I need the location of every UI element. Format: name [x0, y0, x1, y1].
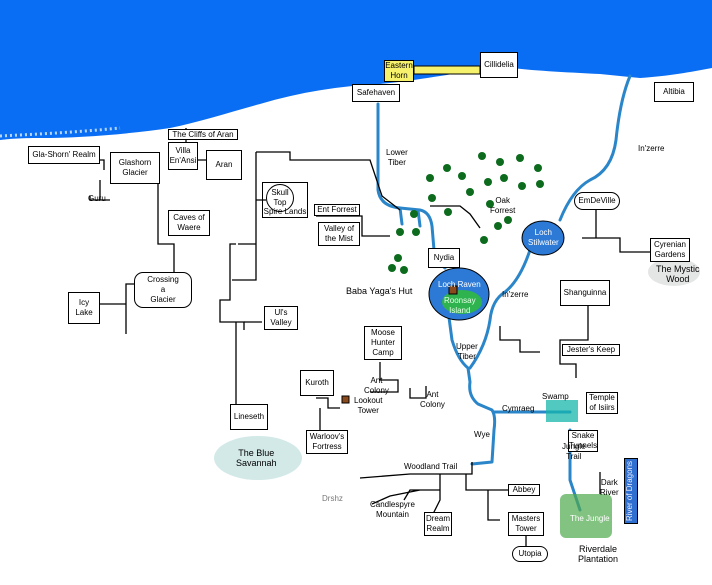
in-zerre-river-south — [468, 248, 532, 370]
road-in-zerre-keep — [499, 326, 540, 353]
valley-of-mist-box[interactable]: Valley of the Mist — [318, 222, 360, 246]
the-blue-savannah-label: The Blue Savannah — [236, 448, 277, 468]
gla-shorn-realm-box[interactable]: Gla-Shorn' Realm — [28, 146, 100, 164]
swamp-area — [546, 400, 578, 422]
upper-tiber-river — [446, 308, 497, 466]
road-kuroth — [316, 397, 340, 430]
ant-colony-label-2: Ant Colony — [420, 390, 445, 409]
swamp-label: Swamp — [542, 392, 569, 401]
lookout-tower-label: Lookout Tower — [354, 396, 383, 415]
road-oak-east — [430, 205, 481, 229]
road-ent-forrest — [316, 215, 390, 237]
roads — [80, 69, 650, 546]
baba-yagas-hut-label: Baba Yaga's Hut — [346, 286, 413, 296]
blue-savannah-patch — [214, 436, 302, 480]
woodland-trail-label: Woodland Trail — [404, 462, 458, 471]
utopia-box[interactable]: Utopia — [512, 546, 548, 562]
altibia-box[interactable]: Altibia — [654, 82, 694, 102]
lower-tiber-label: Lower Tiber — [386, 148, 408, 167]
glashorn-glacier-box[interactable]: Glashorn Glacier — [110, 152, 160, 184]
in-zerre-river-north — [558, 74, 632, 222]
crossing-glacier-box[interactable]: Crossing a Glacier — [134, 272, 192, 308]
the-mystic-wood-label: The Mystic Wood — [656, 264, 700, 284]
guru-label: Guru — [88, 194, 106, 203]
aran-box[interactable]: Aran — [206, 150, 242, 180]
nydia-box[interactable]: Nydia — [428, 248, 460, 268]
road-icy-lake — [100, 283, 136, 334]
skull-top-box[interactable]: Skull Top — [266, 184, 294, 212]
kuroth-box[interactable]: Kuroth — [300, 370, 334, 396]
moose-hunter-camp-box[interactable]: Moose Hunter Camp — [364, 326, 402, 360]
icy-lake-box[interactable]: Icy Lake — [68, 292, 100, 324]
tiber-tributary — [398, 206, 422, 228]
upper-tiber-label: Upper Tiber — [456, 342, 478, 361]
road-moose — [370, 362, 399, 393]
the-jungle-label: The Jungle — [570, 514, 610, 523]
road-main-trunk — [219, 151, 401, 330]
roonsay-island-label: Roonsay Island — [444, 296, 476, 315]
riverdale-plantation-label: Riverdale Plantation — [578, 544, 619, 564]
snake-tunnels-box[interactable]: Snake Tunnels — [568, 430, 598, 452]
road-ant-colony — [409, 386, 427, 399]
in-zerre-south-label: In'zerre — [502, 290, 529, 299]
safehaven-box[interactable]: Safehaven — [352, 84, 400, 102]
caves-of-waere-box[interactable]: Caves of Waere — [168, 210, 210, 236]
in-zerre-north-label: In'zerre — [638, 144, 665, 153]
dream-realm-box[interactable]: Dream Realm — [424, 512, 452, 536]
river-of-dragons-box[interactable]: River of Dragons — [624, 458, 638, 524]
mystic-wood-patch — [648, 258, 700, 286]
loch-stilwater-lake — [521, 220, 565, 256]
spire-lands-box[interactable]: Spire Lands — [262, 182, 308, 218]
oak-forrest-label: Oak Forrest — [490, 196, 516, 215]
roonsay-island — [442, 290, 482, 314]
eastern-horn-box[interactable]: Eastern Horn — [384, 60, 414, 82]
jungle-trail-label: Jungle Trail — [562, 442, 586, 461]
cymraeg-label: Cymraeg — [502, 404, 535, 413]
uls-valley-box[interactable]: Ul's Valley — [264, 306, 298, 330]
abbey-box[interactable]: Abbey — [508, 484, 540, 496]
baba-yaga-hut — [448, 285, 458, 295]
loch-raven-label: Loch Raven — [438, 280, 481, 289]
cliffs-of-aran-box[interactable]: The Cliffs of Aran — [168, 129, 238, 140]
eastern-horn-bridge — [413, 65, 481, 75]
road-shanguinna-keep — [559, 306, 589, 378]
shanguinna-box[interactable]: Shanguinna — [560, 280, 610, 306]
villa-en-ansi-box[interactable]: Villa En'Ansi — [168, 142, 198, 170]
candlespyre-mountain-label: Candlespyre Mountain — [370, 500, 415, 519]
ant-colony-label-1: Ant Colony — [364, 376, 389, 395]
lineseth-box[interactable]: Lineseth — [230, 404, 268, 430]
oak-forrest-trees — [388, 152, 544, 274]
temple-of-isiirs-box[interactable]: Temple of Isiirs — [586, 392, 618, 414]
emdeville-box[interactable]: EmDeVille — [574, 192, 620, 210]
lower-tiber-river — [376, 102, 447, 270]
ent-forrest-box[interactable]: Ent Forrest — [314, 204, 360, 216]
road-woodland — [359, 462, 512, 521]
masters-tower-box[interactable]: Masters Tower — [508, 512, 544, 536]
jesters-keep-box[interactable]: Jester's Keep — [562, 344, 620, 356]
northern-sea — [0, 0, 712, 140]
cyrenian-gardens-box[interactable]: Cyrenian Gardens — [650, 238, 690, 262]
lookout-tower-marker — [341, 395, 350, 404]
road-emdeville — [582, 210, 650, 253]
shore-foam — [0, 126, 121, 138]
cillidelia-box[interactable]: Cillidelia — [480, 52, 518, 78]
drshz-label: Drshz — [322, 494, 343, 503]
jungle-area — [560, 494, 612, 538]
loch-stilwater-label: Loch Stilwater — [528, 228, 559, 247]
wye-label: Wye — [474, 430, 490, 439]
dark-river-label: Dark River — [600, 478, 619, 497]
warloovs-fortress-box[interactable]: Warloov's Fortress — [306, 430, 348, 454]
